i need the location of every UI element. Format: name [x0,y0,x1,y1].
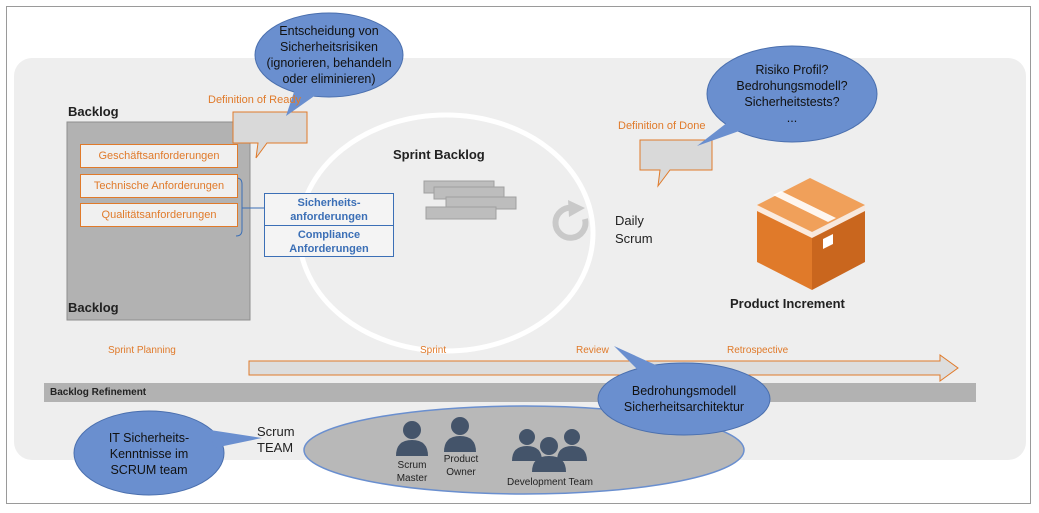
backlog-refinement-label: Backlog Refinement [50,387,147,398]
definition-of-done-label: Definition of Done [618,120,706,132]
backlog-bottom-label: Backlog [68,300,119,315]
diagram-frame [6,6,1031,504]
product-owner-person-icon [444,417,476,452]
sprint-backlog-title: Sprint Backlog [393,147,485,162]
requirements-bracket [235,177,243,237]
scrum-master-label: Scrum Master [396,460,428,484]
security-requirements-label: Sicherheits- anforderungen [290,197,368,224]
definition-of-ready-callout [232,111,308,159]
bubble-threat-model-shape [597,346,771,436]
backlog-item-technical: Technische Anforderungen [80,174,238,198]
definition-of-done-callout [639,139,713,188]
security-requirements-box: Sicherheits- anforderungen Compliance An… [264,193,394,257]
sprint-timeline-arrow [248,354,959,382]
backlog-refinement-bar [44,383,976,402]
definition-of-ready-label: Definition of Ready [208,94,301,106]
development-team-people-icon [512,429,587,472]
sprint-backlog-stack [423,180,517,220]
bubble-risk-profile-shape [697,45,878,146]
daily-scrum-arrow-icon [552,200,589,241]
bubble-risk-decision-shape [254,12,404,116]
bubble-risk-profile-text: Risiko Profil? Bedrohungsmodell? Sicherh… [736,62,848,126]
backlog-item-business: Geschäftsanforderungen [80,144,238,168]
review-label: Review [576,345,609,356]
backlog-title: Backlog [68,104,119,119]
development-team-label: Development Team [507,477,593,488]
scrum-master-person-icon [396,421,428,456]
product-increment-label: Product Increment [730,296,845,311]
product-owner-label: Product Owner [443,454,479,478]
bubble-threat-model-text: Bedrohungsmodell Sicherheitsarchitektur [623,383,745,414]
bubble-risk-decision-text: Entscheidung von Sicherheitsrisiken (ign… [266,23,392,87]
product-box-icon [757,178,865,290]
bubble-it-security-text: IT Sicherheits- Kenntnisse im SCRUM team [108,430,190,478]
daily-scrum-label: Daily Scrum [615,213,653,247]
sprint-planning-label: Sprint Planning [108,345,176,356]
sprint-label: Sprint [420,345,447,356]
bubble-it-security-shape [73,410,262,496]
scrum-team-label: Scrum TEAM [257,424,295,456]
backlog-item-quality: Qualitätsanforderungen [80,203,238,227]
retrospective-label: Retrospective [727,345,789,356]
compliance-requirements-label: Compliance Anforderungen [289,229,369,256]
